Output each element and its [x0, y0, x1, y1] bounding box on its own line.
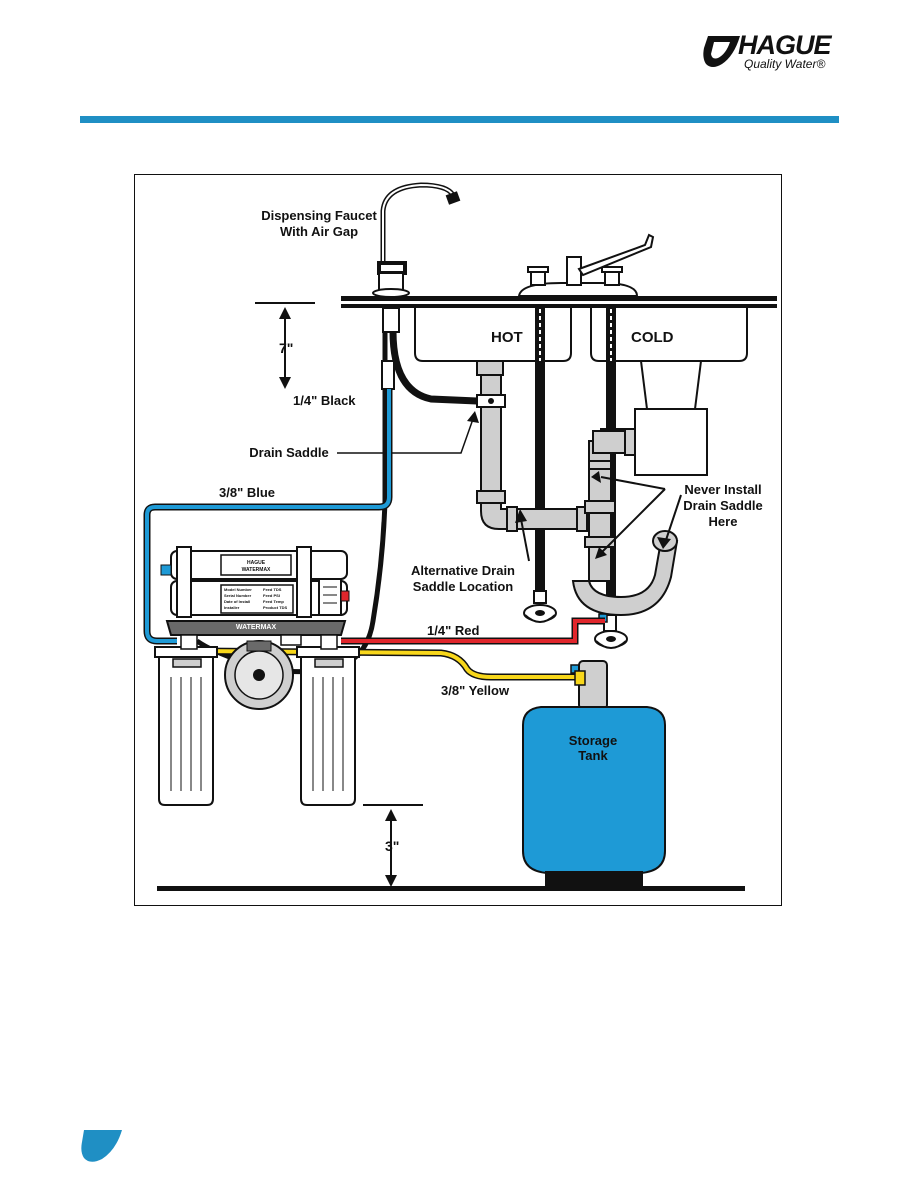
floor-line [157, 886, 745, 891]
black-tube-label: 1/4" Black [293, 393, 356, 408]
never-install-arrow-2-icon [595, 547, 607, 559]
dim-bottom-arrow-down-icon [385, 875, 397, 887]
hot-label: HOT [491, 329, 523, 346]
countertop-top [341, 296, 777, 301]
dim-top-arrow-up-icon [279, 307, 291, 319]
kitchen-faucet [517, 233, 655, 297]
garbage-disposal [634, 360, 708, 476]
logo-drop-icon [703, 36, 740, 67]
unit-field-6: Feed PSI [263, 593, 280, 598]
cold-shutoff-valve [594, 613, 628, 649]
unit-base-model: WATERMAX [236, 624, 277, 631]
faucet-label-line-1: Dispensing Faucet [261, 208, 377, 223]
black-tube [389, 330, 478, 405]
unit-field-1: Model Number [224, 587, 252, 592]
never-install-arrow-1-icon [591, 471, 601, 483]
unit-field-8: Product TDS [263, 605, 288, 610]
never-install-label-3: Here [709, 514, 738, 529]
countertop-bottom [341, 304, 777, 308]
installation-diagram: 7" Dispensing Faucet With Air Gap HOT CO… [134, 174, 782, 906]
never-install-label-2: Drain Saddle [683, 498, 762, 513]
yellow-tube-label: 3/8" Yellow [441, 683, 510, 698]
ro-unit [154, 546, 360, 806]
red-tube-label: 1/4" Red [427, 623, 479, 638]
dim-top-label: 7" [279, 340, 293, 356]
unit-field-4: Installer [224, 605, 240, 610]
unit-field-3: Date of Install [224, 599, 250, 604]
unit-field-7: Feed Temp [263, 599, 284, 604]
red-tube [341, 619, 605, 643]
hot-shutoff-valve [523, 590, 557, 623]
unit-brand: HAGUE [247, 560, 266, 566]
dim-top-arrow-down-icon [279, 377, 291, 389]
dim-bottom-arrow-up-icon [385, 809, 397, 821]
never-install-label-1: Never Install [684, 482, 761, 497]
alt-drain-label-1: Alternative Drain [411, 563, 515, 578]
blue-tube-label: 3/8" Blue [219, 485, 275, 500]
blue-tube [145, 389, 391, 643]
cold-label: COLD [631, 329, 674, 346]
hague-logo: HAGUE Quality Water® [700, 30, 840, 74]
unit-model: WATERMAX [242, 567, 271, 573]
faucet-label-line-2: With Air Gap [280, 224, 358, 239]
footer-drop-icon [81, 1130, 122, 1162]
never-install-arrow-3-icon [657, 537, 671, 549]
drain-saddle-arrow-icon [467, 411, 479, 423]
storage-tank [522, 660, 666, 889]
faucet-connector [381, 360, 395, 390]
storage-tank-label-2: Tank [578, 748, 608, 763]
storage-tank-label-1: Storage [569, 733, 617, 748]
unit-field-5: Feed TDS [263, 587, 282, 592]
yellow-tube [198, 649, 577, 679]
hot-supply-line [535, 308, 545, 598]
unit-field-2: Serial Number [224, 593, 252, 598]
dim-bottom-label: 3" [385, 838, 399, 854]
logo-tagline: Quality Water® [744, 57, 826, 71]
alt-drain-label-2: Saddle Location [413, 579, 513, 594]
header-rule [80, 116, 839, 123]
drain-saddle-label: Drain Saddle [249, 445, 328, 460]
logo-brand-name: HAGUE [738, 30, 832, 60]
alt-drain-arrow-icon [515, 509, 527, 523]
